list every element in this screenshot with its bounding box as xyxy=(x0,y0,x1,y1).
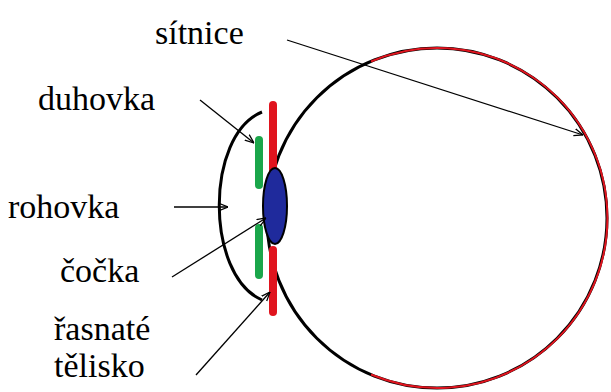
leader-line xyxy=(174,206,228,207)
iris xyxy=(255,228,263,275)
part-label: duhovka xyxy=(38,80,155,117)
eyeball xyxy=(267,48,607,388)
iris xyxy=(255,140,263,185)
retina xyxy=(371,48,607,388)
part-label: řasnaté tělisko xyxy=(54,310,204,385)
leader-line xyxy=(287,40,583,135)
lens xyxy=(263,168,287,244)
part-label: rohovka xyxy=(8,188,119,225)
part-label: sítnice xyxy=(155,14,244,51)
cornea xyxy=(219,112,262,300)
ciliary-body xyxy=(269,250,277,312)
leader-line xyxy=(200,100,254,143)
part-label: čočka xyxy=(60,252,139,289)
leader-line xyxy=(196,292,270,375)
leader-line xyxy=(172,218,266,277)
